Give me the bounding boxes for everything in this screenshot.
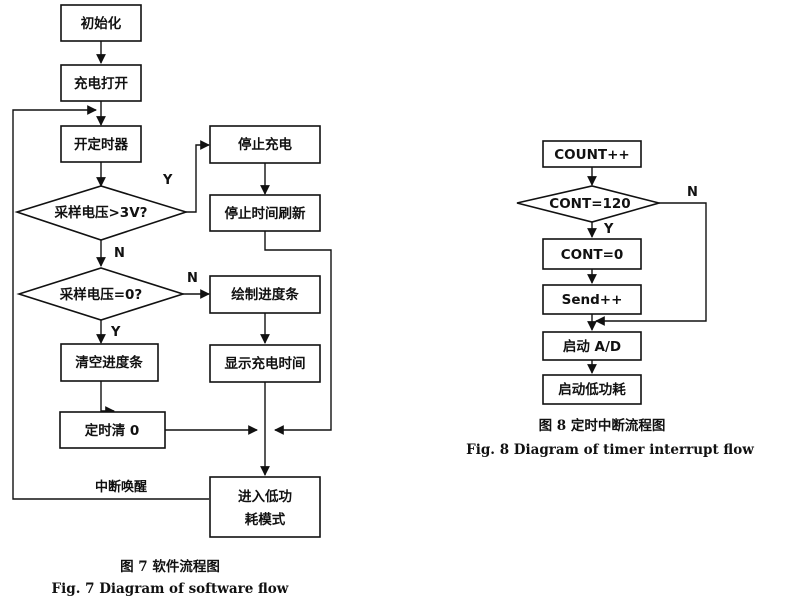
- node-timer-on-label: 开定时器: [74, 136, 128, 153]
- node-check-0-label: 采样电压=0?: [60, 286, 143, 303]
- node-timer-clear: [59, 411, 166, 449]
- node-low-power-label-line2: 耗模式: [245, 511, 286, 528]
- node-start-low-power: [542, 374, 642, 405]
- node-clear-bar-label: 清空进度条: [75, 354, 143, 371]
- node-refresh-stop-time: [209, 194, 321, 232]
- label-yes-0: Y: [110, 325, 121, 340]
- node-stop-charge-label: 停止充电: [238, 136, 292, 153]
- edge-check-no-bypass: [595, 202, 707, 326]
- node-check-3v: [14, 185, 189, 241]
- node-timer-clear-label: 定时清 0: [85, 422, 140, 439]
- node-cont-check: [516, 185, 663, 223]
- node-start-ad-label: 启动 A/D: [563, 338, 621, 355]
- fig7-connectors: [12, 41, 332, 500]
- node-count-inc: [542, 140, 642, 168]
- fig8-caption-cn: 图 8 定时中断流程图: [539, 417, 666, 434]
- node-check-3v-label: 采样电压>3V?: [55, 204, 148, 221]
- node-low-power-label-line1: 进入低功: [238, 488, 292, 505]
- label-yes-3v: Y: [162, 173, 173, 188]
- edge-refresh-merge: [264, 231, 332, 435]
- edge-clear-timerclear: [100, 381, 115, 416]
- node-send-inc-label: Send++: [562, 292, 623, 308]
- node-start-low-power-label: 启动低功耗: [558, 381, 626, 398]
- node-show-time-label: 显示充电时间: [225, 355, 306, 372]
- node-cont-check-label: CONT=120: [549, 196, 630, 212]
- node-init: [60, 4, 142, 42]
- node-stop-charge: [209, 125, 321, 164]
- node-show-time: [209, 344, 321, 383]
- label-fig8-no: N: [687, 185, 698, 200]
- fig8-connectors: [587, 167, 707, 374]
- fig7-diagram: 初始化 充电打开 开定时器 采样电压>3V? 采样电压=0? 清空进度条 定时清…: [12, 4, 332, 597]
- node-low-power: [209, 476, 321, 538]
- fig8-diagram: COUNT++ CONT=120 CONT=0 Send++ 启动 A/D 启动…: [466, 140, 754, 458]
- node-count-inc-label: COUNT++: [554, 147, 629, 163]
- node-send-inc: [542, 284, 642, 315]
- fig7-caption-en: Fig. 7 Diagram of software flow: [52, 581, 289, 597]
- node-timer-on: [60, 125, 142, 163]
- label-wakeup: 中断唤醒: [95, 479, 147, 495]
- label-no-3v: N: [114, 246, 125, 261]
- node-start-ad: [542, 331, 642, 361]
- edge-check3v-stop: [186, 140, 210, 213]
- node-clear-bar: [60, 343, 159, 382]
- node-refresh-stop-time-label: 停止时间刷新: [225, 205, 306, 222]
- node-init-label: 初始化: [81, 15, 122, 32]
- label-no-0: N: [187, 271, 198, 286]
- label-fig8-yes: Y: [603, 222, 614, 237]
- node-draw-bar-label: 绘制进度条: [231, 286, 299, 303]
- node-check-0: [16, 267, 186, 321]
- node-charge-on-label: 充电打开: [74, 75, 128, 92]
- fig7-caption-cn: 图 7 软件流程图: [120, 558, 220, 575]
- fig8-caption-en: Fig. 8 Diagram of timer interrupt flow: [466, 442, 754, 458]
- node-cont-zero: [542, 238, 642, 270]
- node-charge-on: [60, 64, 142, 102]
- node-cont-zero-label: CONT=0: [561, 247, 624, 263]
- node-draw-bar: [209, 275, 321, 314]
- edge-wakeup-loop: [12, 105, 209, 500]
